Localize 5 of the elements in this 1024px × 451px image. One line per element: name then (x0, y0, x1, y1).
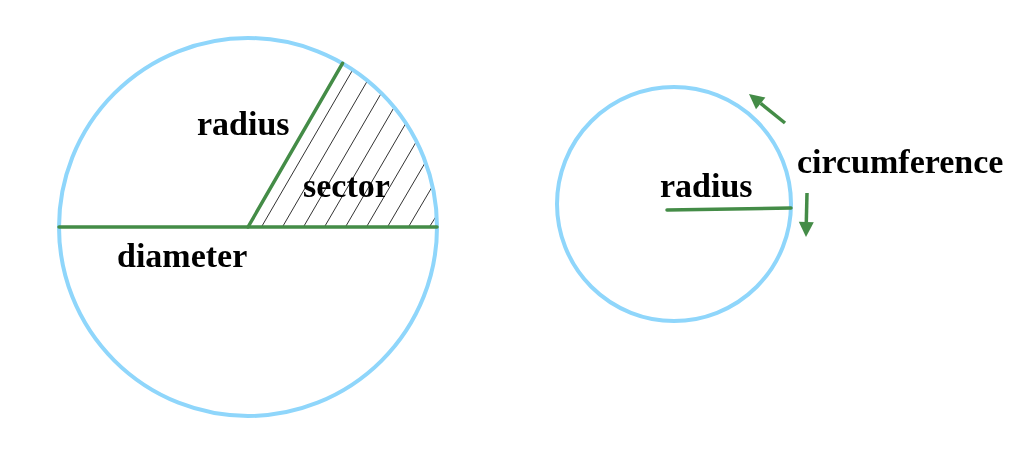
part-label: diameter (117, 239, 248, 273)
part-label: radius (660, 169, 753, 203)
part-label: circumference (797, 145, 1004, 179)
part-label: sector (303, 169, 390, 203)
part-label: radius (197, 107, 290, 141)
